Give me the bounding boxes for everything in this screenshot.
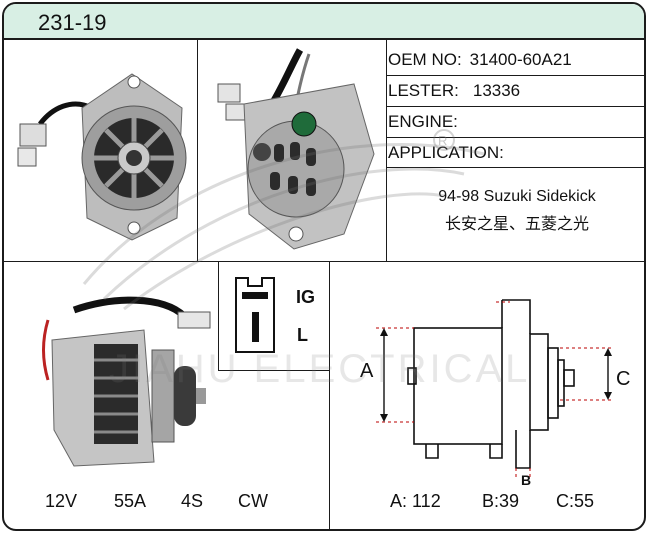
alternator-side-photo	[42, 296, 211, 467]
lester-label: LESTER:	[388, 81, 459, 100]
application-label: APPLICATION:	[388, 143, 504, 162]
dimension-b-value: B:39	[482, 491, 520, 511]
spec-rotation: CW	[238, 491, 268, 511]
lester-row: LESTER: 13336	[388, 81, 520, 101]
divider-row3	[386, 137, 644, 138]
connector-box-bottom	[218, 370, 330, 371]
application-line1: 94-98 Suzuki Sidekick	[438, 188, 596, 205]
oem-value: 31400-60A21	[469, 50, 572, 69]
spec-pulley: 4S	[181, 491, 204, 511]
card-header: 231-19	[4, 4, 644, 40]
alternator-rear-photo	[217, 48, 375, 250]
dimension-a-value: A: 112	[390, 491, 441, 511]
oem-row: OEM NO: 31400-60A21	[388, 50, 572, 70]
watermark-registered-mark: R	[438, 133, 447, 148]
dimension-b-label: B	[521, 472, 532, 488]
connector-box-left	[218, 261, 219, 371]
spec-amperage: 55A	[114, 491, 147, 511]
spec-voltage: 12V	[45, 491, 78, 511]
engine-row: ENGINE:	[388, 112, 458, 132]
application-line2: 长安之星、五菱之光	[444, 216, 589, 233]
divider-v1	[197, 40, 198, 262]
model-number: 231-19	[38, 10, 107, 35]
divider-h-main	[4, 261, 644, 262]
watermark-swoosh-icon: R	[82, 129, 485, 311]
divider-v3	[329, 261, 330, 529]
divider-v2	[386, 40, 387, 262]
product-card: 231-19 IG L OEM NO: 31400-60A21 LESTER: 13…	[2, 2, 646, 531]
alternator-front-photo	[17, 73, 187, 241]
watermark-brand: JIAHU ELECTRICAL	[109, 347, 531, 391]
divider-row4	[386, 167, 644, 168]
divider-row1	[386, 75, 644, 76]
dimension-c-label: C	[616, 368, 631, 390]
application-row: APPLICATION:	[388, 143, 504, 163]
terminal-l-label: L	[297, 325, 308, 345]
dimension-a-label: A	[360, 360, 374, 382]
terminal-ig-label: IG	[296, 287, 316, 307]
connector-diagram-icon	[235, 277, 275, 353]
lester-value: 13336	[472, 81, 521, 100]
dimension-c-value: C:55	[556, 491, 595, 511]
engine-label: ENGINE:	[388, 112, 458, 131]
divider-row2	[386, 106, 644, 107]
dimension-drawing	[376, 299, 614, 478]
oem-label: OEM NO:	[388, 50, 462, 69]
